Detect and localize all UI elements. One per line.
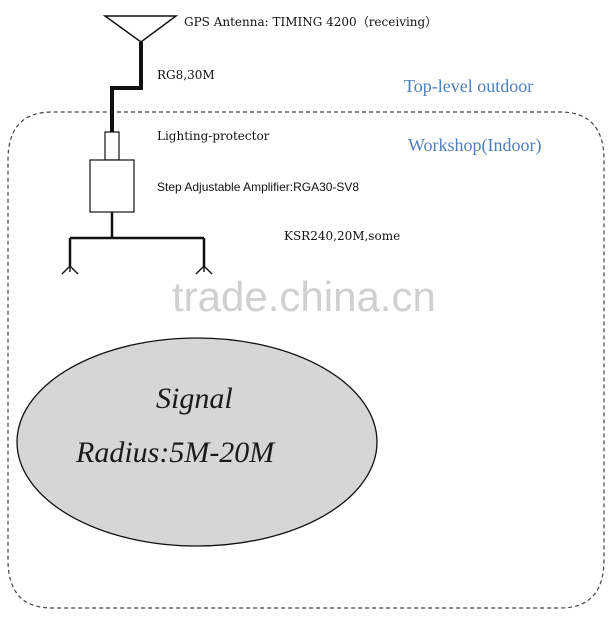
ksr-cable-label: KSR240,20M,some [284, 229, 400, 243]
gps-antenna-label: GPS Antenna: TIMING 4200（receiving） [184, 15, 437, 29]
top-level-outdoor-label: Top-level outdoor [404, 76, 533, 96]
workshop-indoor-label: Workshop(Indoor) [408, 135, 542, 156]
rg8-cable [110, 42, 143, 132]
indoor-antenna-right-icon [195, 265, 213, 275]
amplifier-box [89, 159, 135, 213]
amplifier-label: Step Adjustable Amplifier:RGA30-SV8 [157, 180, 359, 194]
signal-label: Signal [156, 382, 233, 415]
rg8-cable-label: RG8,30M [157, 68, 215, 82]
signal-coverage-ellipse [16, 337, 378, 547]
lightning-protector-icon [104, 131, 120, 161]
workshop-boundary [7, 111, 605, 609]
indoor-antenna-left-icon [61, 265, 79, 275]
watermark: trade.china.cn [172, 273, 436, 320]
splitter-cabling [68, 212, 206, 266]
radius-label: Radius:5M-20M [75, 436, 276, 469]
lighting-protector-label: Lighting-protector [157, 129, 270, 143]
gps-antenna-icon [102, 15, 179, 43]
